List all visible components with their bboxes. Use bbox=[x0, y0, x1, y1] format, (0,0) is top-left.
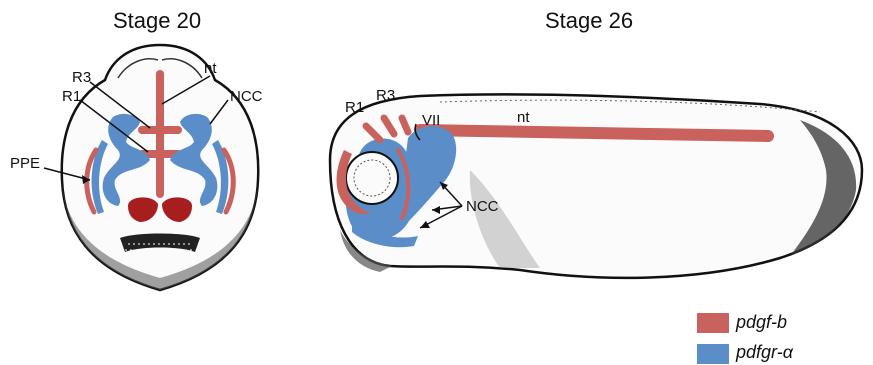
legend-label-pdgf-b: pdgf-b bbox=[736, 313, 787, 331]
stage-26-label-r3: R3 bbox=[376, 88, 395, 103]
stage-26-label-ncc: NCC bbox=[466, 199, 499, 214]
stage-26-neural-tube bbox=[420, 130, 768, 136]
legend-swatch-pdfgr-alpha bbox=[697, 344, 729, 364]
legend-swatch-pdgf-b bbox=[697, 313, 729, 333]
stage-26-label-r1: R1 bbox=[345, 100, 364, 115]
legend-label-pdfgr-alpha: pdfgr-α bbox=[736, 343, 793, 361]
stage-26-label-nt: nt bbox=[517, 110, 530, 125]
stage-26-label-vii: VII bbox=[422, 113, 440, 128]
